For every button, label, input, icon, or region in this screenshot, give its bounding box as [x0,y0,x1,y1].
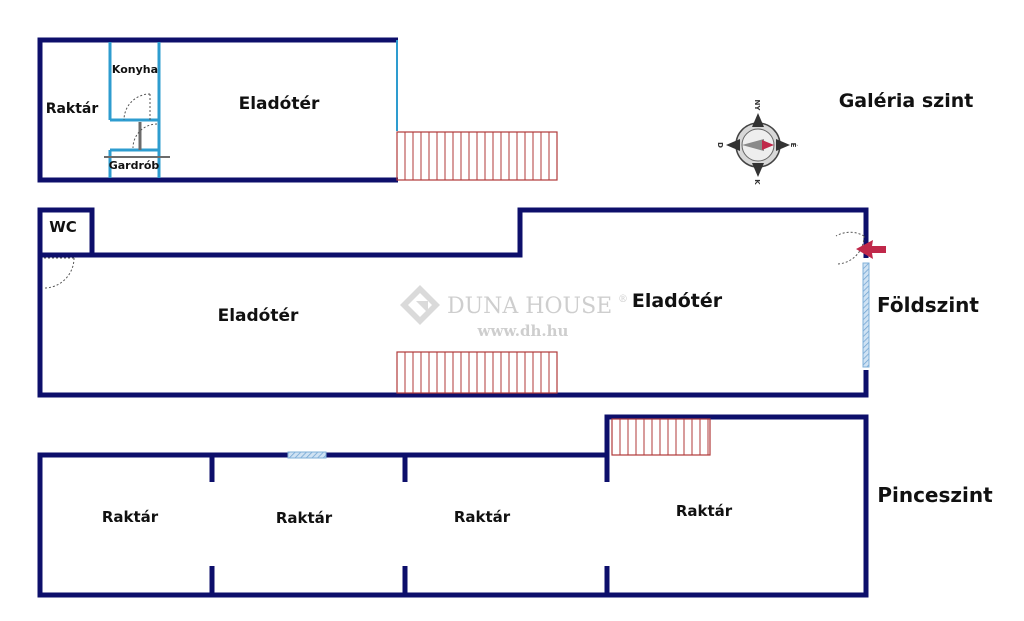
compass-pointer-grey [742,139,764,151]
duna-house-logo-icon [400,285,440,325]
compass-south-label: K [753,179,761,185]
wc-door-swing [43,257,75,289]
watermark-reg: ® [618,294,628,305]
compass-needle-west [726,139,740,151]
compass-needle-south [752,163,764,177]
watermark-brand: DUNA HOUSE [447,294,612,319]
basement-storage-1-label: Raktár [102,508,159,526]
ground-wc-label: WC [49,218,77,236]
staircase-outline [611,418,711,456]
basement-storage-4-label: Raktár [676,502,733,520]
gallery-outer-wall [37,37,398,183]
ground-level-title: Földszint [877,293,979,317]
ground-sales-right-label: Eladótér [632,290,723,312]
wardrobe-door-swing [132,123,158,149]
basement-level-plan [37,414,869,598]
basement-outer-wall [37,414,869,598]
basement-staircase [611,418,711,456]
watermark-url: www.dh.hu [477,322,569,340]
gallery-kitchen-label: Konyha [112,63,158,76]
ground-sales-left-label: Eladótér [218,306,299,326]
gallery-storage-label: Raktár [46,101,99,117]
compass-needle-east [776,139,790,151]
ground-outer-wall [37,207,869,398]
gallery-level-title: Galéria szint [839,90,974,112]
compass-rose: NY É K D [716,100,798,186]
kitchen-door-swing [123,93,151,121]
gallery-sales-label: Eladótér [239,94,320,114]
entrance-arrow-icon [856,240,886,259]
gallery-level-plan [37,37,558,183]
basement-storage-2-label: Raktár [276,509,333,527]
ground-level-plan [37,207,886,398]
compass-needle-north [752,113,764,127]
ground-staircase [396,351,558,394]
compass-north-label: NY [753,100,761,112]
entrance-door-swing [835,231,865,265]
basement-level-title: Pinceszint [877,483,993,507]
compass-west-label: D [716,142,724,148]
shop-window [862,262,870,368]
gallery-wardrobe-label: Gardrób [109,159,160,172]
basement-storage-3-label: Raktár [454,508,511,526]
gallery-staircase [396,131,558,181]
compass-east-label: É [789,143,798,148]
compass-pointer-red [762,140,774,150]
basement-window [287,451,327,459]
duna-house-watermark: DUNA HOUSE ® www.dh.hu [400,285,628,340]
